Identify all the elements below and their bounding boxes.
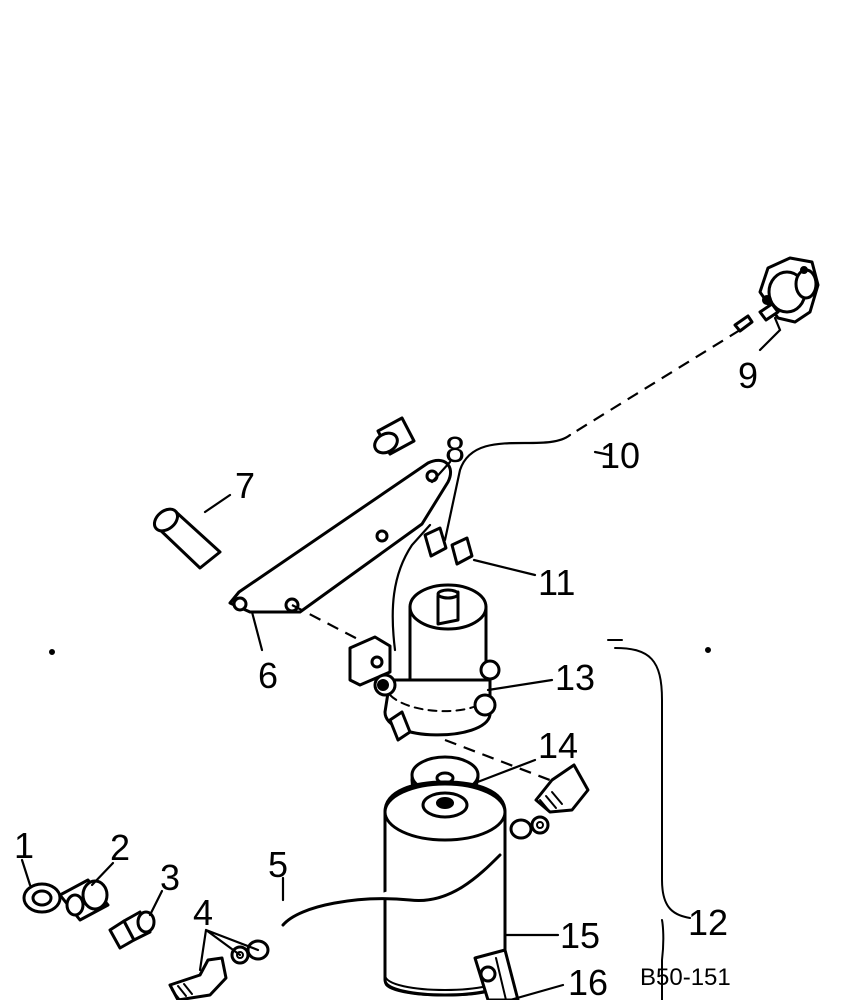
callout-7: 7 xyxy=(235,465,255,506)
part-13-filter-head xyxy=(348,583,556,784)
drawing-code: B50-151 xyxy=(640,964,731,991)
callout-9: 9 xyxy=(738,355,758,396)
callout-15: 15 xyxy=(560,915,600,956)
leader-lines xyxy=(20,316,782,1000)
callout-10: 10 xyxy=(600,435,640,476)
part-4-elbow-fitting xyxy=(168,939,270,1000)
callout-11: 11 xyxy=(538,562,575,603)
callout-1: 1 xyxy=(14,825,34,866)
part-16-strap xyxy=(473,948,520,1000)
part-10-wire xyxy=(391,329,741,652)
callout-3: 3 xyxy=(160,857,180,898)
callout-4: 4 xyxy=(193,892,213,933)
callout-5: 5 xyxy=(268,844,288,885)
part-7-sleeve xyxy=(152,507,222,570)
part-11-terminals xyxy=(423,526,474,566)
part-9-mounting-plate xyxy=(733,256,820,333)
callout-16: 16 xyxy=(568,962,608,1000)
stray-dot-right xyxy=(705,647,711,653)
callout-14: 14 xyxy=(538,725,578,766)
part-2-plug xyxy=(58,878,110,922)
right-elbow-fitting xyxy=(509,763,590,840)
callout-12: 12 xyxy=(688,902,728,943)
callout-2: 2 xyxy=(110,827,130,868)
part-8-bushing xyxy=(373,416,416,456)
part-1-washer xyxy=(22,882,62,914)
callout-labels: 1 2 3 4 5 6 7 8 9 10 11 12 13 14 15 16 xyxy=(14,355,758,1000)
callout-6: 6 xyxy=(258,655,278,696)
callout-8: 8 xyxy=(445,429,465,470)
part-6-bracket xyxy=(228,458,452,649)
callout-13: 13 xyxy=(555,657,595,698)
stray-dot-left xyxy=(49,649,55,655)
part-5-fuel-pipe xyxy=(281,853,502,927)
part-3-bolt xyxy=(108,910,156,950)
